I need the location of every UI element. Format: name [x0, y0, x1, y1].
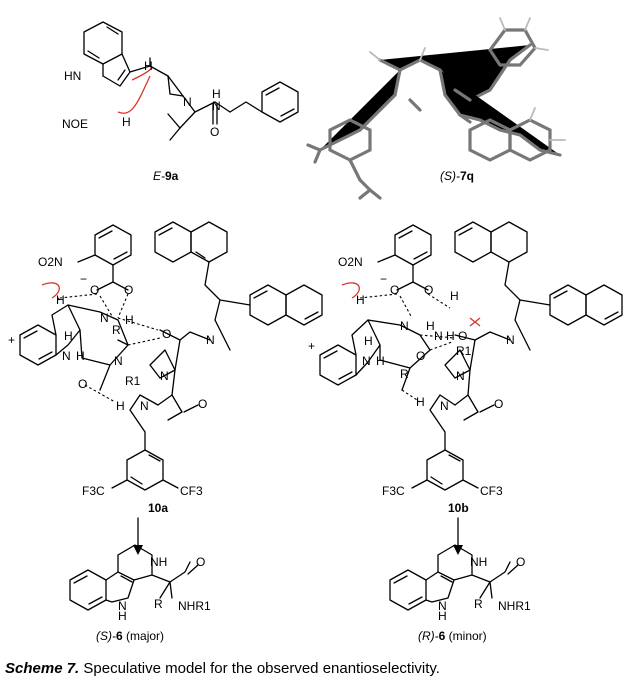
o-label: O — [198, 397, 207, 411]
o-label: O — [196, 555, 205, 569]
h-label: H — [125, 313, 134, 327]
n-label: N — [212, 99, 221, 113]
transition-state-10b: O2N − O O H H + N H H N H N H R1 R O O N… — [308, 221, 623, 515]
h-label: H — [212, 87, 221, 101]
o-label: O — [390, 283, 399, 297]
h-label: H — [416, 395, 425, 409]
product-label-minor: (R)-6 (minor) — [418, 629, 487, 643]
o-label: O — [124, 283, 133, 297]
nh-label: NH — [150, 555, 167, 569]
compound-label-10a: 10a — [148, 501, 168, 515]
h-label: H — [116, 399, 125, 413]
r-label: R — [400, 367, 409, 381]
h-label: H — [56, 293, 65, 307]
n-label: N — [140, 399, 149, 413]
h-label: H — [76, 349, 85, 363]
n-label: N — [62, 349, 71, 363]
product-r6: NH O N H R NHR1 (R)-6 (minor) — [389, 544, 531, 643]
r-label: R — [474, 597, 483, 611]
o-label: O — [516, 555, 525, 569]
plus-label: + — [8, 333, 15, 347]
o-label: O — [416, 349, 425, 363]
compound-label-7q: (S)-7q — [440, 169, 474, 183]
n-label: N — [118, 599, 127, 613]
o-label: O — [424, 283, 433, 297]
o-label: O — [210, 125, 219, 139]
r-label: R — [112, 323, 121, 337]
minus-label: − — [80, 272, 87, 286]
cf3-left-label: F3C — [382, 484, 405, 498]
o-label: O — [90, 283, 99, 297]
cf3-right-label: CF3 — [180, 484, 203, 498]
h-label: H — [122, 115, 131, 129]
crystal-structure-7q: (S)-7q — [306, 17, 566, 200]
o2n-label: O2N — [38, 255, 63, 269]
n-label: N — [438, 599, 447, 613]
o-label: O — [458, 329, 467, 343]
caption-label: Scheme 7. — [5, 660, 80, 677]
r1-label: R1 — [456, 344, 472, 358]
nh-label: NH — [470, 555, 487, 569]
nhr1-label: NHR1 — [498, 599, 531, 613]
o-label: O — [494, 397, 503, 411]
h-label: H — [364, 334, 373, 348]
h-label: H — [446, 329, 455, 343]
n-label: N — [160, 369, 169, 383]
product-label-major: (S)-6 (major) — [96, 629, 164, 643]
h-label: H — [118, 609, 127, 623]
r1-label: R1 — [125, 374, 141, 388]
n-label: N — [206, 333, 215, 347]
o2n-label: O2N — [338, 255, 363, 269]
cf3-right-label: CF3 — [480, 484, 503, 498]
n-label: N — [362, 354, 371, 368]
h-label: H — [144, 59, 153, 73]
transition-state-10a: O2N − O O H + N H R H N H N R1 O N O H N… — [8, 221, 323, 515]
noe-label: NOE — [62, 117, 88, 131]
h-label: H — [356, 293, 365, 307]
h-label: H — [438, 609, 447, 623]
product-s6: NH O N H R NHR1 (S)-6 (major) — [69, 544, 211, 643]
n-label: N — [434, 329, 443, 343]
o-label: O — [78, 377, 87, 391]
h-label: H — [64, 329, 73, 343]
structure-e9a: HN H N H N H NOE O E-9a — [62, 21, 299, 183]
n-label: N — [183, 95, 192, 109]
plus-label: + — [308, 339, 315, 353]
o-label: O — [162, 327, 171, 341]
n-label: N — [100, 311, 109, 325]
reaction-arrows — [133, 517, 463, 555]
h-label: H — [450, 289, 459, 303]
compound-label-e9a: E-9a — [153, 169, 179, 183]
h-label: H — [376, 354, 385, 368]
figure-caption: Scheme 7. Speculative model for the obse… — [5, 660, 635, 678]
r-label: R — [154, 597, 163, 611]
nhr1-label: NHR1 — [178, 599, 211, 613]
compound-label-10b: 10b — [448, 501, 469, 515]
h-label: H — [426, 319, 435, 333]
n-label: N — [400, 319, 409, 333]
caption-text: Speculative model for the observed enant… — [79, 660, 440, 677]
n-label: N — [506, 333, 515, 347]
minus-label: − — [380, 272, 387, 286]
n-label: N — [114, 354, 123, 368]
n-label: N — [456, 369, 465, 383]
hn-label: HN — [64, 69, 81, 83]
n-label: N — [440, 399, 449, 413]
cf3-left-label: F3C — [82, 484, 105, 498]
